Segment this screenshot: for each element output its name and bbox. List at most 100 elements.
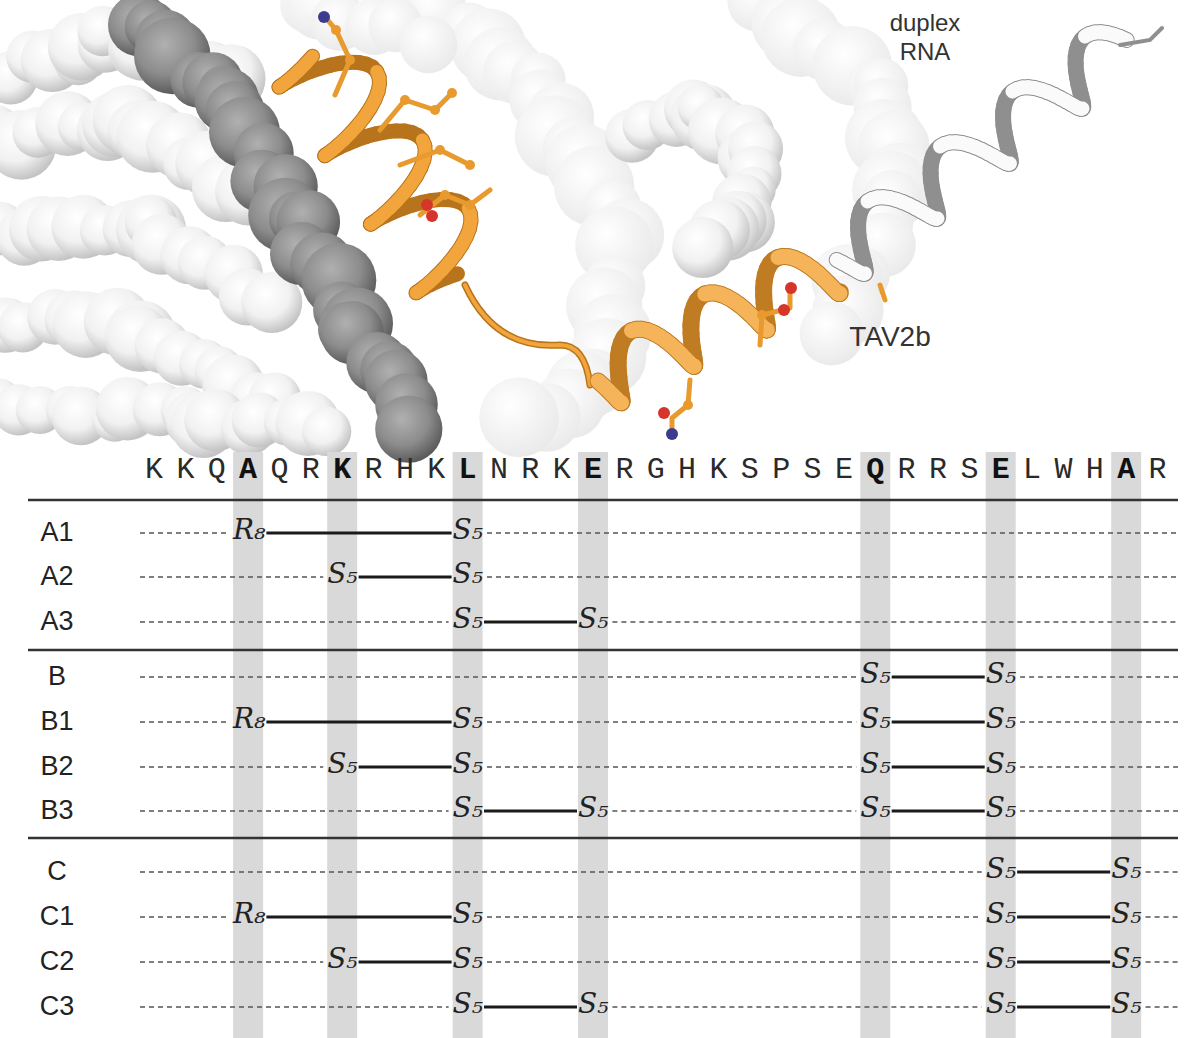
row-guide xyxy=(140,871,982,872)
staple-residue: S₅ xyxy=(578,792,608,824)
staple-crosslink xyxy=(359,575,452,578)
staple-residue: S₅ xyxy=(986,988,1016,1020)
row-guide xyxy=(140,676,856,677)
staple-crosslink xyxy=(892,809,985,812)
row-guide xyxy=(487,766,856,767)
figure-label: TAV2b xyxy=(830,322,950,351)
highlight-column xyxy=(327,452,357,1038)
staple-residue: R₈ xyxy=(233,703,265,735)
residue: A xyxy=(1114,452,1138,488)
staple-crosslink xyxy=(484,809,577,812)
row-guide xyxy=(140,810,449,811)
residue: Q xyxy=(863,452,887,488)
residue: R xyxy=(299,452,323,488)
row-guide xyxy=(612,621,1178,622)
staple-residue: S₅ xyxy=(986,853,1016,885)
row-guide xyxy=(1020,676,1178,677)
staple-residue: S₅ xyxy=(578,603,608,635)
row-guide xyxy=(140,621,449,622)
row-guide xyxy=(487,532,1178,533)
staple-crosslink xyxy=(359,765,452,768)
staple-residue: S₅ xyxy=(1111,853,1141,885)
staple-residue: S₅ xyxy=(860,658,890,690)
residue: S xyxy=(957,452,981,488)
staple-residue: S₅ xyxy=(986,898,1016,930)
row-guide xyxy=(1146,961,1178,962)
staple-residue: S₅ xyxy=(453,748,483,780)
staple-residue: S₅ xyxy=(578,988,608,1020)
row-guide xyxy=(1020,721,1178,722)
staple-residue: S₅ xyxy=(327,748,357,780)
staple-crosslink xyxy=(484,620,577,623)
residue: L xyxy=(456,452,480,488)
highlight-column xyxy=(986,452,1016,1038)
residue: K xyxy=(550,452,574,488)
residue: R xyxy=(612,452,636,488)
table-rule xyxy=(28,837,1178,840)
residue: W xyxy=(1051,452,1075,488)
residue: L xyxy=(1020,452,1044,488)
staple-crosslink xyxy=(359,960,452,963)
residue: R xyxy=(895,452,919,488)
residue: R xyxy=(1146,452,1170,488)
staple-residue: S₅ xyxy=(453,943,483,975)
row-label: C3 xyxy=(22,990,92,1022)
staple-residue: S₅ xyxy=(453,792,483,824)
row-guide xyxy=(140,532,229,533)
residue: E xyxy=(832,452,856,488)
row-label: C2 xyxy=(22,945,92,977)
row-guide xyxy=(612,810,856,811)
row-label: B3 xyxy=(22,794,92,826)
residue: S xyxy=(738,452,762,488)
staple-crosslink xyxy=(892,765,985,768)
staple-residue: S₅ xyxy=(1111,943,1141,975)
figure-label: duplex RNA xyxy=(870,8,980,66)
row-guide xyxy=(140,961,323,962)
staple-residue: S₅ xyxy=(453,603,483,635)
residue: R xyxy=(362,452,386,488)
staple-residue: S₅ xyxy=(860,703,890,735)
staple-crosslink xyxy=(266,531,451,534)
row-label: C xyxy=(22,855,92,887)
staple-crosslink xyxy=(1017,1005,1110,1008)
row-guide xyxy=(487,721,856,722)
residue: K xyxy=(173,452,197,488)
row-guide xyxy=(140,721,229,722)
residue: R xyxy=(926,452,950,488)
residue: K xyxy=(142,452,166,488)
staple-residue: S₅ xyxy=(986,703,1016,735)
highlight-column xyxy=(578,452,608,1038)
highlight-column xyxy=(1111,452,1141,1038)
staple-residue: S₅ xyxy=(453,514,483,546)
residue: K xyxy=(707,452,731,488)
staple-residue: R₈ xyxy=(233,898,265,930)
row-guide xyxy=(487,916,982,917)
staple-residue: S₅ xyxy=(453,558,483,590)
peptide-sequence: KKQAQRKRHKLNRKERGHKSPSEQRRSELWHAR xyxy=(0,452,1200,488)
row-label: C1 xyxy=(22,900,92,932)
residue: K xyxy=(424,452,448,488)
staple-residue: S₅ xyxy=(986,748,1016,780)
residue: H xyxy=(1083,452,1107,488)
staple-residue: S₅ xyxy=(860,748,890,780)
staple-crosslink xyxy=(1017,870,1110,873)
row-label: B2 xyxy=(22,750,92,782)
highlight-column xyxy=(860,452,890,1038)
row-label: A3 xyxy=(22,605,92,637)
row-guide xyxy=(612,1006,981,1007)
staple-crosslink xyxy=(266,915,451,918)
row-guide xyxy=(1146,916,1178,917)
residue: E xyxy=(581,452,605,488)
row-guide xyxy=(140,576,323,577)
staple-residue: S₅ xyxy=(327,558,357,590)
staple-residue: S₅ xyxy=(453,988,483,1020)
highlight-column xyxy=(453,452,483,1038)
residue: P xyxy=(769,452,793,488)
row-guide xyxy=(1020,766,1178,767)
row-guide xyxy=(140,916,229,917)
residue: A xyxy=(236,452,260,488)
row-guide xyxy=(487,961,982,962)
residue: G xyxy=(644,452,668,488)
